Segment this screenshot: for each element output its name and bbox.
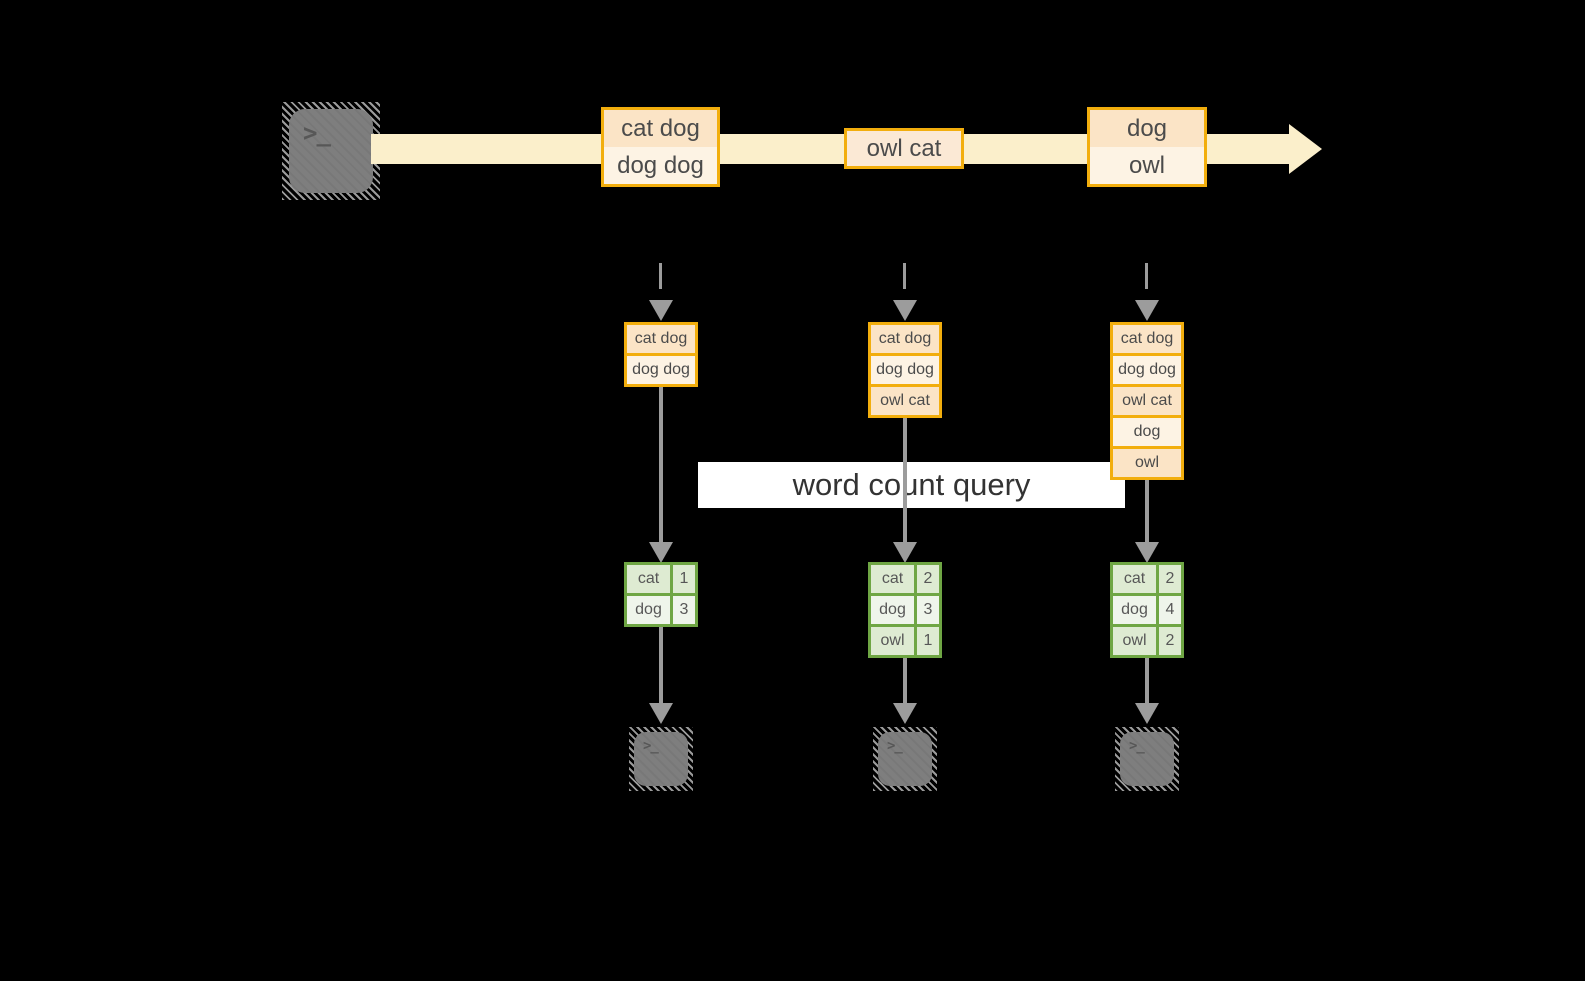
word-cell: owl [868,624,917,658]
ingest-dashed-arrow-shaft [1145,263,1148,289]
count-cell: 1 [914,624,942,658]
stream-event: cat dog [604,110,717,147]
stream-event: dog [1090,110,1204,147]
emit-arrowhead-icon [893,703,917,724]
word-count-query-label: word count query [698,462,1125,508]
sink-terminal-icon-3: >_ [1115,727,1179,791]
terminal-screen: >_ [634,732,688,786]
sink-terminal-icon-1: >_ [629,727,693,791]
ingest-arrowhead-icon [649,300,673,321]
stream-event-group-2: owl cat [844,128,964,169]
stream-event: dog dog [604,147,717,184]
count-cell: 2 [1156,624,1184,658]
count-cell: 3 [670,593,698,627]
count-cell: 1 [670,562,698,596]
table-row: dog 3 [624,593,698,627]
sink-terminal-icon-2: >_ [873,727,937,791]
buffered-event: owl [1110,446,1184,480]
word-cell: dog [624,593,673,627]
query-arrow-shaft [659,385,663,543]
table-row: owl 2 [1110,624,1184,658]
count-cell: 2 [1156,562,1184,596]
emit-arrowhead-icon [1135,703,1159,724]
count-cell: 3 [914,593,942,627]
table-row: owl 1 [868,624,942,658]
ingest-arrowhead-icon [893,300,917,321]
table-row: cat 2 [868,562,942,596]
table-row: dog 4 [1110,593,1184,627]
emit-arrow-shaft [903,656,907,705]
ingest-dashed-arrow-shaft [903,263,906,289]
buffered-event: cat dog [868,322,942,356]
source-terminal-icon: >_ [282,102,380,200]
terminal-screen: >_ [878,732,932,786]
buffered-event: cat dog [624,322,698,356]
buffered-event: dog dog [868,353,942,387]
word-count-table-2: cat 2 dog 3 owl 1 [868,562,942,658]
query-arrow-shaft [903,416,907,543]
word-cell: owl [1110,624,1159,658]
terminal-prompt-glyph: >_ [887,738,903,754]
word-cell: cat [868,562,917,596]
stream-arrowhead [1289,124,1322,174]
word-cell: dog [1110,593,1159,627]
terminal-prompt-glyph: >_ [1129,738,1145,754]
emit-arrow-shaft [1145,656,1149,705]
terminal-prompt-glyph: >_ [303,119,331,147]
word-count-table-3: cat 2 dog 4 owl 2 [1110,562,1184,658]
query-arrow-shaft [1145,478,1149,543]
table-row: dog 3 [868,593,942,627]
emit-arrow-shaft [659,625,663,705]
table-row: cat 2 [1110,562,1184,596]
stream-event: owl [1090,147,1204,184]
stream-event-group-1: cat dog dog dog [601,107,720,187]
buffered-event: dog [1110,415,1184,449]
buffered-events-stack-2: cat dog dog dog owl cat [868,322,942,418]
query-arrowhead-icon [893,542,917,563]
buffered-event: owl cat [1110,384,1184,418]
word-cell: cat [1110,562,1159,596]
stream-event-group-3: dog owl [1087,107,1207,187]
buffered-event: dog dog [624,353,698,387]
word-cell: dog [868,593,917,627]
table-row: cat 1 [624,562,698,596]
query-arrowhead-icon [649,542,673,563]
emit-arrowhead-icon [649,703,673,724]
query-arrowhead-icon [1135,542,1159,563]
terminal-prompt-glyph: >_ [643,738,659,754]
ingest-dashed-arrow-shaft [659,263,662,289]
terminal-screen: >_ [1120,732,1174,786]
count-cell: 2 [914,562,942,596]
count-cell: 4 [1156,593,1184,627]
terminal-screen: >_ [289,109,373,193]
word-count-table-1: cat 1 dog 3 [624,562,698,627]
stream-event: owl cat [847,131,961,166]
buffered-events-stack-3: cat dog dog dog owl cat dog owl [1110,322,1184,480]
buffered-event: cat dog [1110,322,1184,356]
buffered-events-stack-1: cat dog dog dog [624,322,698,387]
ingest-arrowhead-icon [1135,300,1159,321]
buffered-event: dog dog [1110,353,1184,387]
word-cell: cat [624,562,673,596]
buffered-event: owl cat [868,384,942,418]
